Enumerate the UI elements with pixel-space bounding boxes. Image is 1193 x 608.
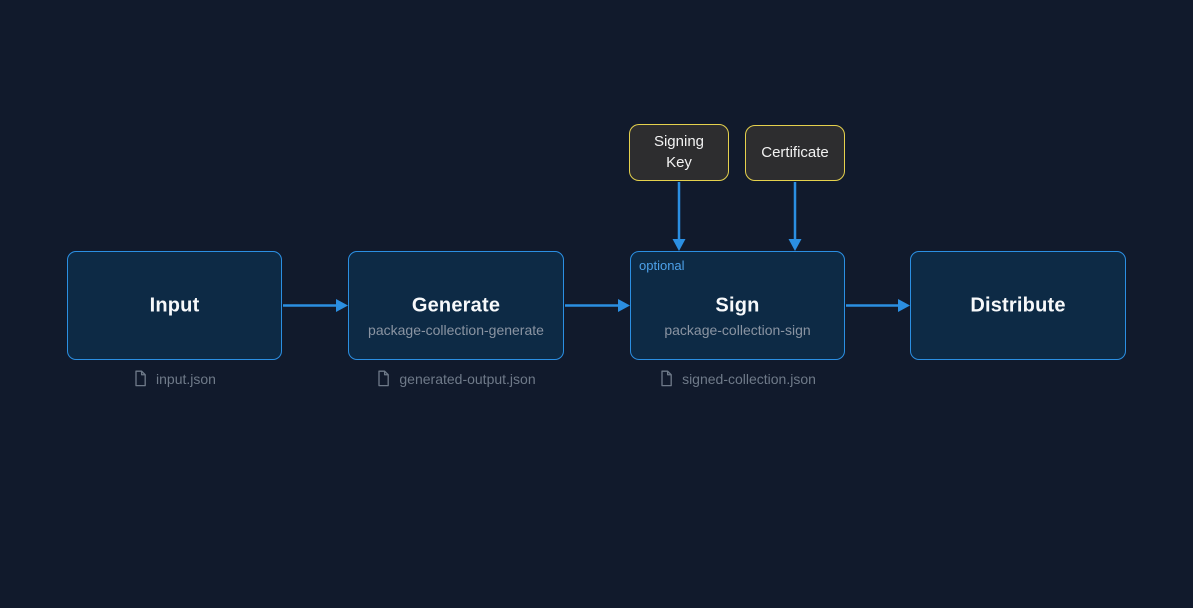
certificate-label: Certificate — [761, 143, 829, 161]
file-label-input: input.json — [67, 370, 282, 387]
file-icon — [376, 370, 391, 387]
file-icon — [659, 370, 674, 387]
optional-badge: optional — [639, 258, 685, 273]
node-certificate: Certificate — [745, 125, 845, 181]
stage-title-sign: Sign — [715, 294, 760, 316]
node-signing-key: Signing Key — [629, 124, 729, 181]
arrow-sign-to-distribute — [846, 299, 910, 312]
node-input: Input — [67, 251, 282, 360]
node-sign: optional Sign package-collection-sign — [630, 251, 845, 360]
file-name: signed-collection.json — [682, 370, 816, 387]
file-label-sign: signed-collection.json — [630, 370, 845, 387]
node-distribute: Distribute — [910, 251, 1126, 360]
stage-title-input: Input — [149, 294, 200, 316]
stage-title-generate: Generate — [411, 294, 501, 316]
arrow-certificate-to-sign — [788, 182, 802, 251]
arrow-input-to-generate — [283, 299, 348, 312]
signing-key-label: Signing Key — [653, 133, 705, 171]
node-generate: Generate package-collection-generate — [348, 251, 564, 360]
stage-title-distribute: Distribute — [970, 294, 1066, 316]
arrow-generate-to-sign — [565, 299, 630, 312]
stage-subtitle-sign: package-collection-sign — [664, 322, 811, 338]
file-label-generate: generated-output.json — [348, 370, 564, 387]
stage-subtitle-generate: package-collection-generate — [368, 322, 544, 338]
file-name: input.json — [156, 370, 216, 387]
arrow-signing-key-to-sign — [672, 182, 686, 251]
file-icon — [133, 370, 148, 387]
file-name: generated-output.json — [399, 370, 536, 387]
